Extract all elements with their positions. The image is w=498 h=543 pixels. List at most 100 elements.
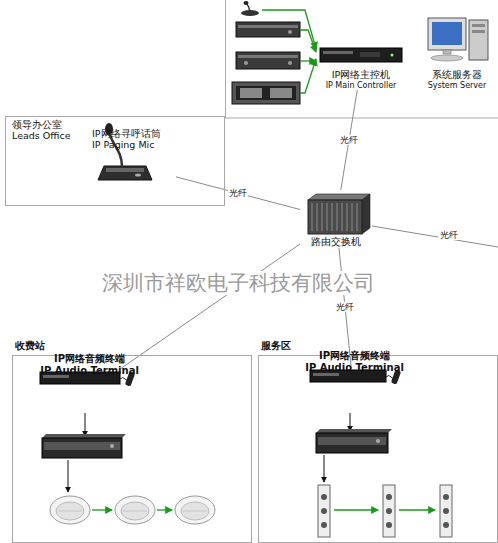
column-speaker: [318, 485, 330, 537]
main-controller-unit: [360, 52, 380, 57]
node-label: 路由交换机: [311, 237, 361, 248]
column-speaker: [440, 485, 452, 537]
speaker-arrows: [92, 509, 112, 510]
column-speaker: [321, 494, 327, 500]
router-switch: [337, 203, 338, 231]
label-group: 服务区: [261, 340, 291, 352]
amplifier: [316, 433, 388, 453]
edge-label: 光纤: [339, 135, 359, 145]
amplifier: [42, 434, 126, 438]
amplifier: [42, 438, 122, 458]
speaker-arrows: [334, 509, 435, 510]
source-device: [238, 55, 298, 58]
paging-microphone: [98, 166, 152, 180]
server-computer: [432, 22, 462, 45]
server-computer: [443, 50, 451, 54]
cassette-deck: [236, 86, 296, 100]
source-microphone: [241, 1, 259, 16]
source-device: [288, 61, 292, 65]
source-device: [236, 22, 300, 37]
paging-microphone: [135, 174, 141, 177]
speaker-arrows: [92, 509, 172, 510]
signal-arrows: [300, 30, 316, 52]
node-label: 服务区: [261, 340, 291, 352]
node-label: IP Main Controller: [326, 81, 397, 90]
node-label: IP网络主控机: [332, 70, 391, 81]
column-speaker: [321, 508, 327, 514]
main-controller-unit: [391, 54, 394, 57]
edge-label: 光纤: [228, 188, 248, 198]
main-controller-unit: [320, 48, 402, 62]
source-device: [288, 30, 292, 34]
signal-arrow: [350, 413, 351, 431]
speaker-arrows: [399, 509, 435, 510]
router-switch: [322, 203, 323, 231]
node-label: System Server: [428, 81, 487, 90]
source-microphone: [244, 1, 249, 5]
column-speaker: [440, 485, 452, 537]
source-device: [236, 22, 300, 37]
watermark: 深圳市祥欧电子科技有限公司: [100, 271, 377, 295]
router-switch: [308, 194, 370, 234]
router-switch: [352, 203, 353, 231]
audio-terminal-unit: [313, 373, 339, 376]
column-speaker: [318, 485, 330, 537]
server-node: 系统服务器System Server: [418, 14, 496, 90]
router-switch: [312, 203, 313, 231]
ceiling-speaker: [183, 511, 207, 512]
fiber-connector: [120, 244, 300, 369]
cassette-deck: [232, 82, 300, 104]
server-computer: [428, 18, 488, 61]
column-speaker: [383, 485, 395, 537]
router-switch: [342, 203, 343, 231]
signal-arrows: [262, 10, 316, 93]
node-label: Leads Office: [12, 131, 71, 142]
signal-arrows: [300, 59, 316, 93]
node-label: IP Audio Terminal: [40, 365, 139, 377]
label-group: IP网络音频终端IP Audio Terminal: [38, 353, 141, 413]
ceiling-speaker: [115, 496, 155, 524]
ceiling-speaker: [56, 502, 84, 520]
node-label: IP网络音频终端: [54, 353, 125, 365]
control-room-frame: [226, 0, 498, 118]
signal-arrow: [324, 455, 325, 482]
paging-microphone: [106, 168, 144, 172]
amplifier: [44, 442, 120, 450]
server-computer: [469, 20, 488, 60]
fiber-label: 光纤: [438, 230, 460, 240]
main-controller-unit: [320, 48, 402, 62]
main-controller-unit: [323, 51, 353, 54]
router-switch: [317, 203, 318, 231]
source-device: [236, 52, 300, 69]
amplifier: [110, 444, 114, 448]
speaker-arrows: [334, 509, 378, 510]
fiber-line: [372, 226, 498, 247]
column-speaker: [443, 508, 449, 514]
audio-terminal-node: IP网络音频终端IP Audio Terminal: [36, 369, 141, 413]
label-group: 收费站: [15, 340, 45, 352]
ceiling-speaker: [58, 511, 82, 512]
edge-label: 光纤: [335, 302, 355, 312]
server-computer: [472, 30, 485, 33]
ceiling-speaker: [121, 502, 149, 520]
amplifier: [376, 439, 380, 443]
label-group: IP网络寻呼话筒IP Paging Mic: [86, 126, 176, 154]
router-switch: [362, 194, 370, 234]
source-device: [236, 52, 300, 69]
router-switch: [347, 203, 348, 231]
column-speaker: [386, 508, 392, 514]
signal-arrow: [68, 460, 69, 492]
router-switch: [327, 203, 328, 231]
amplifier: [42, 434, 126, 458]
node-label: 系统服务器: [432, 70, 482, 81]
column-speaker: [386, 522, 392, 528]
office-region: 领导办公室Leads OfficeIP网络寻呼话筒IP Paging Mic: [5, 116, 225, 206]
source-device: [244, 61, 248, 65]
amplifier: [316, 429, 392, 453]
router-switch: [332, 203, 333, 231]
column-speaker: [321, 522, 327, 528]
node-label: 收费站: [15, 340, 45, 352]
column-speaker: [386, 494, 392, 500]
router-node: 路由交换机: [300, 190, 372, 248]
label-group: 路由交换机: [300, 237, 372, 248]
